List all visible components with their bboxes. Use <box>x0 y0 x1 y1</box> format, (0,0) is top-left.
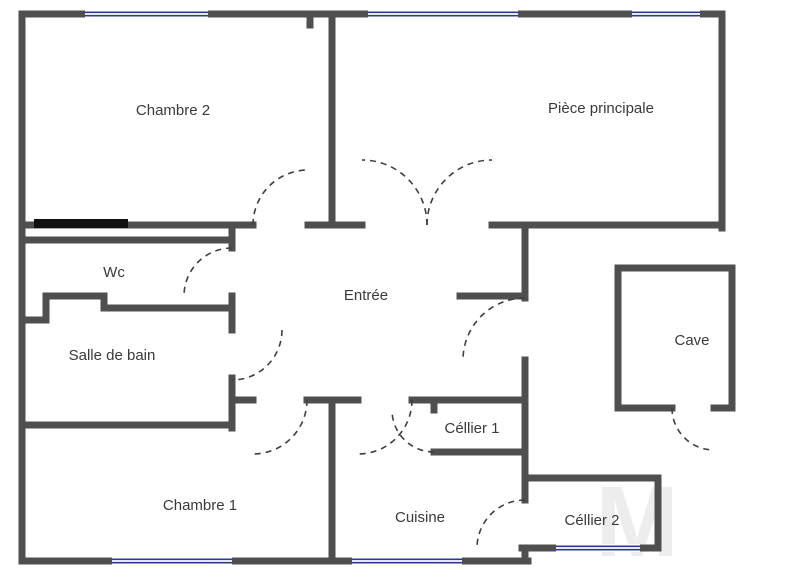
door-arc-cellier2 <box>476 499 526 549</box>
door-arc-piece-principale-left <box>361 159 428 226</box>
room-label-piece-principale: Pièce principale <box>548 100 654 117</box>
door-arc-entrance <box>462 297 526 361</box>
room-label-salle-de-bain: Salle de bain <box>69 347 156 364</box>
cave-walls <box>614 264 736 412</box>
door-arc-cellier1 <box>391 409 435 453</box>
door-arc-salle-de-bain <box>231 329 283 381</box>
room-label-cave: Cave <box>674 332 709 349</box>
room-label-wc: Wc <box>103 264 125 281</box>
doors-layer <box>183 159 715 549</box>
labels-layer: Chambre 2 Pièce principale Wc Salle de b… <box>69 100 710 529</box>
windows-layer <box>85 10 700 565</box>
room-label-chambre-2: Chambre 2 <box>136 102 210 119</box>
room-label-cellier-2: Céllier 2 <box>564 512 619 529</box>
door-arc-cave <box>671 407 715 451</box>
cellier1-walls <box>430 396 529 456</box>
outer-walls <box>18 10 726 565</box>
room-label-chambre-1: Chambre 1 <box>163 497 237 514</box>
door-arc-piece-principale-right <box>426 159 493 226</box>
watermark-logo: M <box>595 466 678 578</box>
door-arc-wc <box>183 247 233 297</box>
room-label-cuisine: Cuisine <box>395 509 445 526</box>
room-label-entree: Entrée <box>344 287 388 304</box>
room-label-cellier-1: Céllier 1 <box>444 420 499 437</box>
solid-wall-segment <box>34 219 128 228</box>
